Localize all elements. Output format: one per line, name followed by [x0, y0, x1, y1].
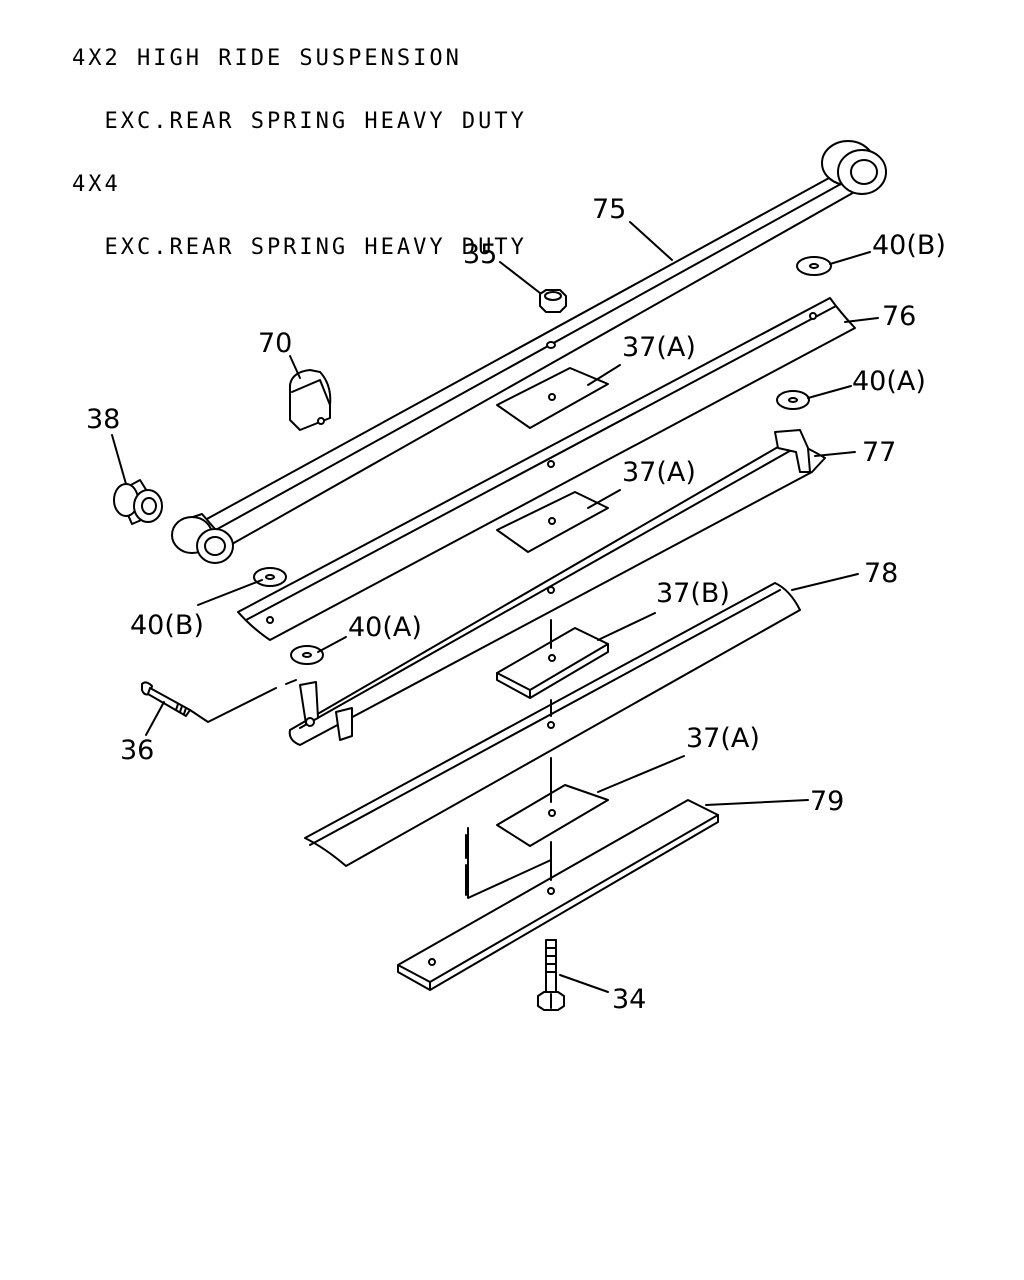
spacer-37a-2[interactable]	[496, 491, 609, 553]
callout-36: 36	[120, 735, 154, 766]
leaf-spring-78[interactable]	[304, 582, 801, 867]
header-line-4: EXC.REAR SPRING HEAVY DUTY	[72, 235, 527, 260]
washer-40b-top-hole	[809, 263, 819, 269]
callout-35: 35	[463, 239, 497, 270]
washer-40a-bottom[interactable]	[290, 645, 324, 665]
callout-40a-bottom: 40(A)	[348, 612, 422, 643]
callout-37a-3: 37(A)	[686, 723, 760, 754]
leaf-spring-76[interactable]	[237, 297, 856, 641]
washer-40a-top[interactable]	[776, 390, 810, 410]
header-line-2: EXC.REAR SPRING HEAVY DUTY	[72, 109, 527, 134]
header-line-1: 4X2 HIGH RIDE SUSPENSION	[72, 46, 462, 71]
callout-labels: 75 35 40(B) 76 70 37(A) 40(A) 38 77 37(A…	[86, 194, 946, 1015]
leader-lines	[111, 221, 879, 993]
callout-79: 79	[810, 786, 844, 817]
spacer-37a-3[interactable]	[496, 784, 609, 847]
callout-40b-top: 40(B)	[872, 230, 946, 261]
header-line-3: 4X4	[72, 172, 121, 197]
leaf-spring-75[interactable]	[171, 140, 887, 564]
bolt-36[interactable]	[141, 681, 191, 717]
leaf-spring-79[interactable]	[397, 799, 719, 991]
leaf-spring-77[interactable]	[288, 429, 826, 746]
washer-40b-bottom-hole	[265, 574, 275, 580]
callout-34: 34	[612, 984, 646, 1015]
callout-77: 77	[862, 437, 896, 468]
callout-37a-1: 37(A)	[622, 332, 696, 363]
washer-40a-bottom-hole	[302, 652, 312, 658]
bumper-70[interactable]	[289, 369, 332, 431]
callout-37a-2: 37(A)	[622, 457, 696, 488]
diagram-header: 4X2 HIGH RIDE SUSPENSION EXC.REAR SPRING…	[72, 6, 527, 279]
callout-40a-top: 40(A)	[852, 366, 926, 397]
callout-40b-bottom: 40(B)	[130, 610, 204, 641]
spacer-37a-1[interactable]	[496, 367, 609, 429]
bushing-38[interactable]	[113, 479, 163, 525]
washer-40b-top[interactable]	[796, 256, 832, 276]
spacer-37b[interactable]	[496, 627, 609, 699]
callout-37b: 37(B)	[656, 578, 730, 609]
washer-40a-top-hole	[788, 397, 798, 403]
assembly-lines	[189, 619, 552, 899]
callout-76: 76	[882, 301, 916, 332]
callout-38: 38	[86, 404, 120, 435]
callout-75: 75	[592, 194, 626, 225]
callout-78: 78	[864, 558, 898, 589]
callout-70: 70	[258, 328, 292, 359]
nut-35[interactable]	[539, 289, 567, 313]
center-bolt-34[interactable]	[537, 939, 565, 1011]
washer-40b-bottom[interactable]	[253, 567, 287, 587]
